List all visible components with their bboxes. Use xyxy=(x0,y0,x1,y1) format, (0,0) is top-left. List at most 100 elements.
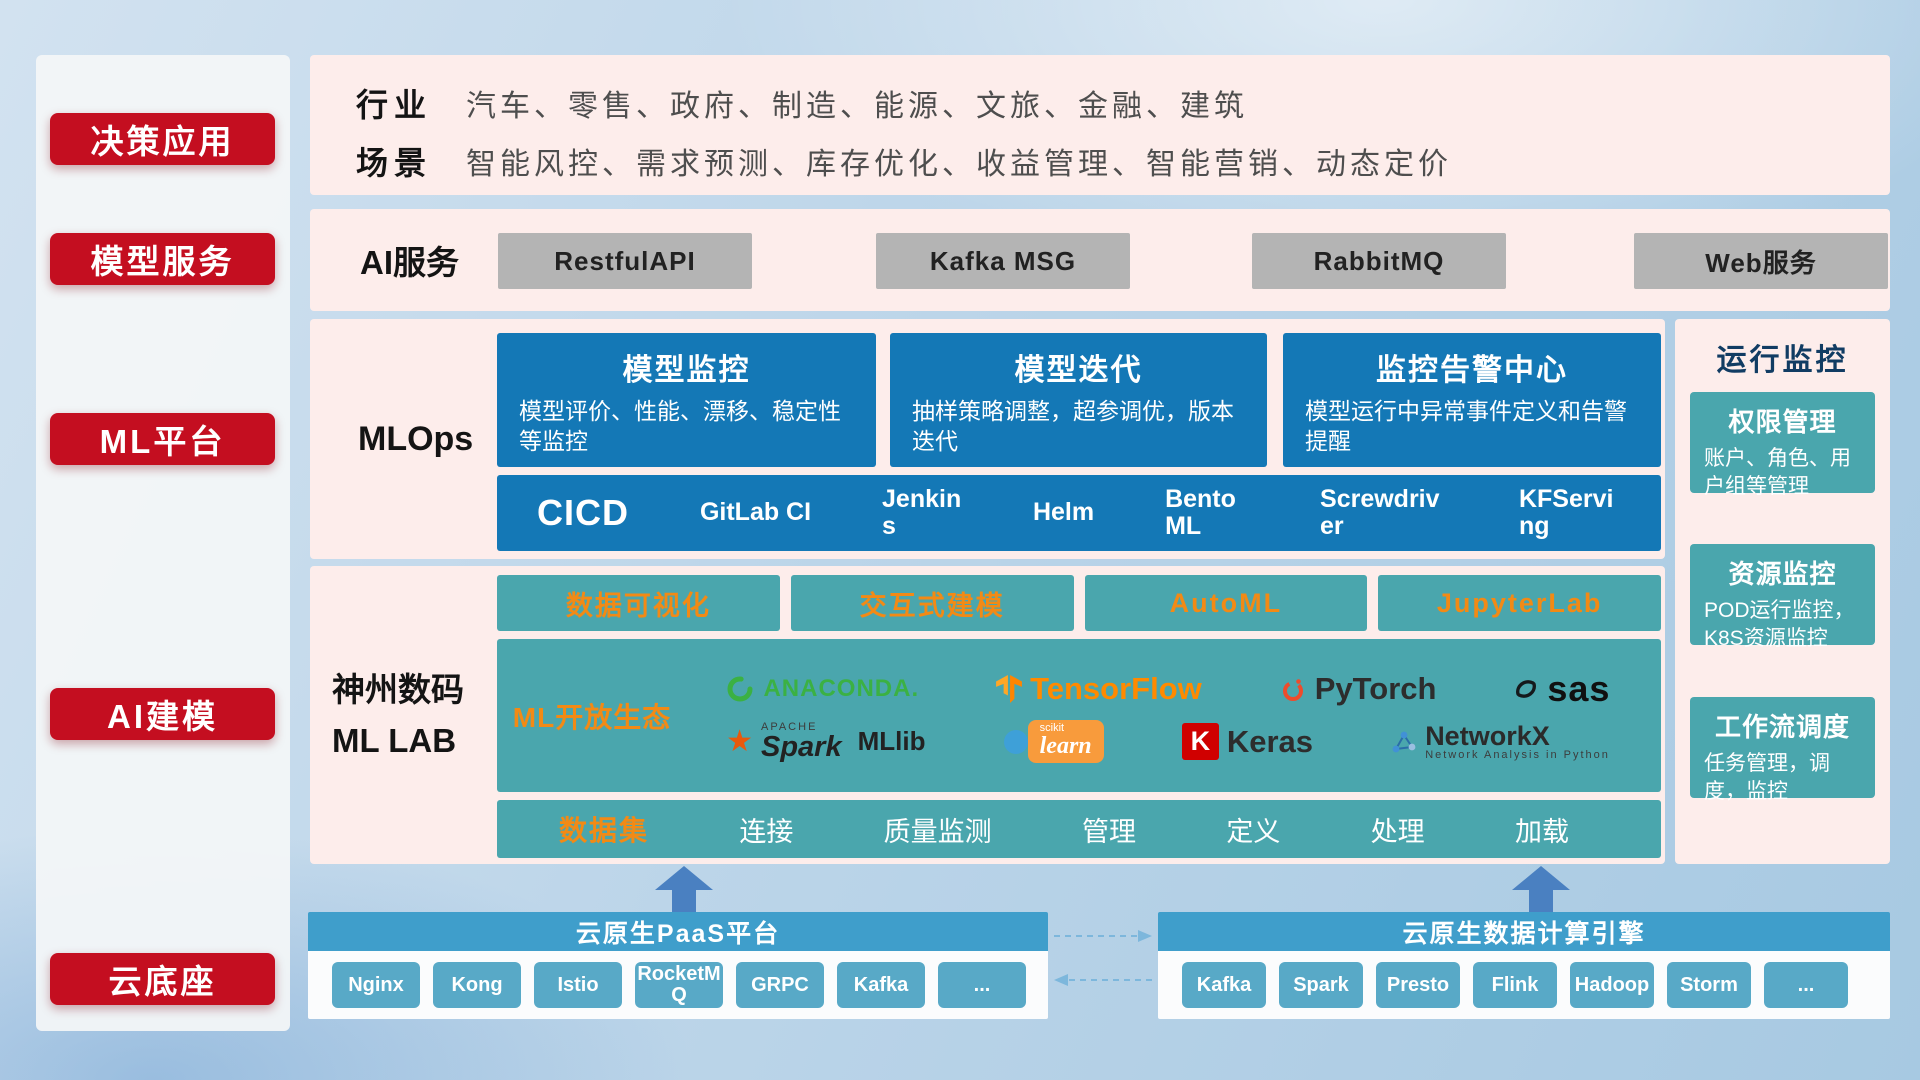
scikit-blob-icon xyxy=(1003,729,1028,754)
rabbitmq-chip: RabbitMQ xyxy=(1252,233,1506,289)
networkx-wordmark: NetworkX xyxy=(1425,720,1550,751)
dataset-item-define: 定义 xyxy=(1226,816,1281,847)
card-desc: POD运行监控，K8S资源监控 xyxy=(1704,599,1855,650)
cicd-item-bentoml: BentoML xyxy=(1165,484,1236,540)
card-desc: 抽样策略调整，超参调优，版本迭代 xyxy=(912,398,1234,454)
mllab-band: 神州数码 ML LAB 数据可视化 交互式建模 AutoML JupyterLa… xyxy=(310,566,1665,864)
sas-icon xyxy=(1516,680,1537,698)
dataset-item-load: 加载 xyxy=(1514,816,1569,847)
paas-chip-kafka: Kafka xyxy=(837,962,925,1008)
dataset-item-quality: 质量监测 xyxy=(883,816,992,847)
ai-service-label: AI服务 xyxy=(360,244,459,281)
kafka-msg-chip: Kafka MSG xyxy=(876,233,1130,289)
keras-logo: K Keras xyxy=(1181,723,1314,760)
model-iteration-card: 模型迭代 抽样策略调整，超参调优，版本迭代 xyxy=(890,333,1267,467)
mlops-label: MLOps xyxy=(358,419,474,458)
paas-platform-header: 云原生PaaS平台 xyxy=(308,912,1048,951)
card-desc: 任务管理，调度，监控 xyxy=(1704,752,1830,803)
rail-item-ai-modeling: AI建模 xyxy=(50,688,275,740)
card-desc: 模型评价、性能、漂移、稳定性等监控 xyxy=(519,398,841,454)
ai-service-band: AI服务 RestfulAPI Kafka MSG RabbitMQ Web服务 xyxy=(310,209,1890,311)
keras-icon: K xyxy=(1181,723,1219,760)
runtime-monitoring-panel: 运行监控 权限管理 账户、角色、用户组等管理 资源监控 POD运行监控，K8S资… xyxy=(1675,319,1890,864)
engine-chip-flink: Flink xyxy=(1473,962,1557,1008)
engine-chip-kafka: Kafka xyxy=(1182,962,1266,1008)
networkx-icon xyxy=(1392,731,1416,752)
dataset-label: 数据集 xyxy=(559,815,650,846)
engine-chip-more: ... xyxy=(1764,962,1848,1008)
cicd-item-jenkins: Jenkins xyxy=(882,484,962,540)
paas-engine-link-arrows-icon xyxy=(1054,930,1152,986)
ecosystem-logo-row: ★ APACHE Spark MLlib scikit learn xyxy=(687,720,1649,763)
jupyterlab-chip: JupyterLab xyxy=(1378,575,1661,631)
spark-wordmark: Spark xyxy=(760,730,842,763)
sas-logo: sas xyxy=(1513,668,1610,710)
engine-chip-hadoop: Hadoop xyxy=(1570,962,1654,1008)
pytorch-icon xyxy=(1282,679,1303,701)
dataset-item-process: 处理 xyxy=(1370,816,1425,847)
paas-chip-istio: Istio xyxy=(534,962,622,1008)
tensorflow-wordmark: TensorFlow xyxy=(1030,671,1202,706)
scikit-learn-wordmark: learn xyxy=(1039,733,1092,759)
engine-chip-spark: Spark xyxy=(1279,962,1363,1008)
automl-chip: AutoML xyxy=(1084,575,1368,631)
dataset-item-manage: 管理 xyxy=(1082,816,1136,847)
cicd-item-gitlab-ci: GitLab CI xyxy=(699,498,812,527)
mllab-label-line2: ML LAB xyxy=(332,722,457,759)
networkx-logo: NetworkX Network Analysis in Python xyxy=(1391,720,1610,761)
restfulapi-chip: RestfulAPI xyxy=(498,233,752,289)
industry-scenario-band: 行业 汽车、零售、政府、制造、能源、文旅、金融、建筑 场景 智能风控、需求预测、… xyxy=(310,55,1890,195)
cicd-item-screwdriver: Screwdriver xyxy=(1320,484,1440,540)
spark-star-icon: ★ xyxy=(726,724,753,758)
card-title: 模型监控 xyxy=(622,354,751,387)
ecosystem-logos: ANACONDA. TensorFlow xyxy=(687,668,1661,763)
alert-center-card: 监控告警中心 模型运行中异常事件定义和告警提醒 xyxy=(1283,333,1661,467)
resource-monitoring-card: 资源监控 POD运行监控，K8S资源监控 xyxy=(1690,544,1875,650)
pytorch-wordmark: PyTorch xyxy=(1314,671,1437,706)
runtime-monitoring-title: 运行监控 xyxy=(1716,344,1849,377)
spark-mllib-logo: ★ APACHE Spark MLlib xyxy=(726,721,925,763)
card-title: 工作流调度 xyxy=(1714,712,1850,742)
engine-chip-storm: Storm xyxy=(1667,962,1751,1008)
industry-list: 汽车、零售、政府、制造、能源、文旅、金融、建筑 xyxy=(466,90,1248,123)
mllab-label-line1: 神州数码 xyxy=(332,670,464,708)
data-engine-strip: Kafka Spark Presto Flink Hadoop Storm ..… xyxy=(1158,951,1890,1019)
card-desc: 模型运行中异常事件定义和告警提醒 xyxy=(1305,398,1627,454)
dataset-item-connect: 连接 xyxy=(739,816,794,847)
sas-wordmark: sas xyxy=(1547,668,1611,709)
tensorflow-logo: TensorFlow xyxy=(996,671,1202,707)
card-title: 权限管理 xyxy=(1728,407,1837,437)
anaconda-logo: ANACONDA. xyxy=(725,674,919,704)
card-title: 监控告警中心 xyxy=(1376,354,1568,387)
left-category-rail: 决策应用 模型服务 ML平台 AI建模 云底座 xyxy=(36,55,290,1031)
ecosystem-logo-row: ANACONDA. TensorFlow xyxy=(687,668,1649,710)
rail-item-cloud-foundation: 云底座 xyxy=(50,953,275,1005)
scenario-list: 智能风控、需求预测、库存优化、收益管理、智能营销、动态定价 xyxy=(466,148,1452,181)
mllab-tool-row: 数据可视化 交互式建模 AutoML JupyterLab xyxy=(497,575,1661,631)
ml-ecosystem-box: ML开放生态 ANACONDA. TensorFlow xyxy=(497,639,1661,792)
workflow-scheduling-card: 工作流调度 任务管理，调度，监控 xyxy=(1690,697,1875,803)
paas-chip-more: ... xyxy=(938,962,1026,1008)
paas-platform-strip: Nginx Kong Istio RocketMQ GRPC Kafka ... xyxy=(308,951,1048,1019)
cicd-label: CICD xyxy=(537,492,629,533)
scenario-label: 场景 xyxy=(356,145,433,181)
dataset-row: 数据集 连接 质量监测 管理 定义 处理 加载 xyxy=(497,800,1661,858)
permission-management-card: 权限管理 账户、角色、用户组等管理 xyxy=(1690,392,1875,498)
tensorflow-icon xyxy=(996,675,1023,703)
rail-item-model-services: 模型服务 xyxy=(50,233,275,285)
paas-chip-rocketmq: RocketMQ xyxy=(635,962,723,1008)
rail-item-ml-platform: ML平台 xyxy=(50,413,275,465)
anaconda-icon xyxy=(727,676,753,702)
scikit-learn-logo: scikit learn xyxy=(1003,720,1104,763)
pytorch-logo: PyTorch xyxy=(1279,671,1437,707)
rail-item-decision-apps: 决策应用 xyxy=(50,113,275,165)
keras-wordmark: Keras xyxy=(1226,723,1314,759)
card-desc: 账户、角色、用户组等管理 xyxy=(1704,447,1851,498)
up-arrow-left-icon xyxy=(655,866,713,912)
data-engine-header: 云原生数据计算引擎 xyxy=(1158,912,1890,951)
paas-chip-nginx: Nginx xyxy=(332,962,420,1008)
card-title: 资源监控 xyxy=(1728,559,1837,589)
mllab-label: 神州数码 ML LAB xyxy=(332,664,464,766)
ml-ecosystem-label: ML开放生态 xyxy=(512,701,672,733)
